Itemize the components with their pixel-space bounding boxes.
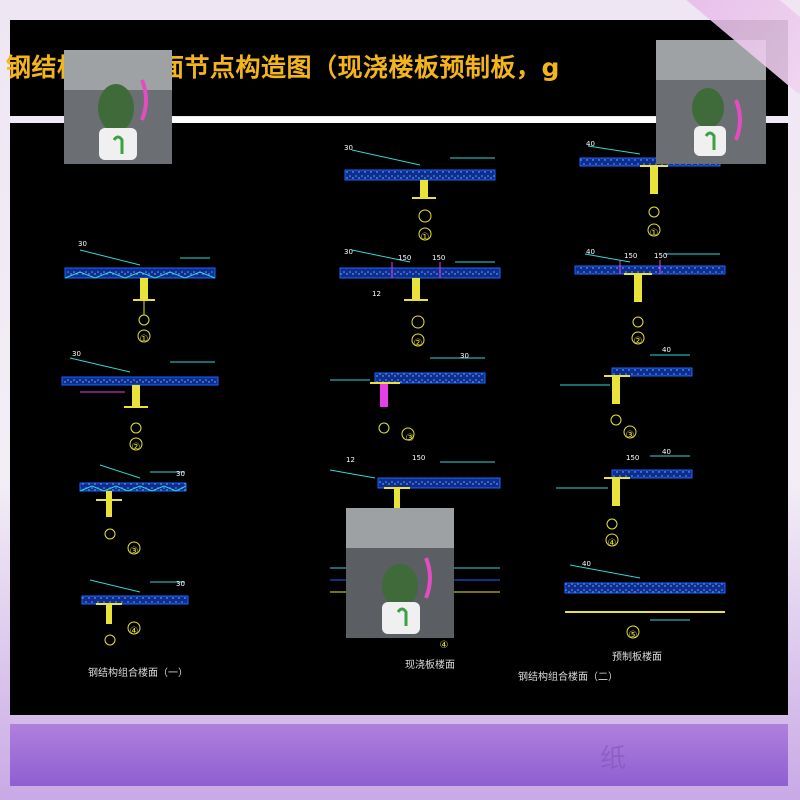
cactus-photo-right <box>656 40 766 164</box>
caption-composite-two: 钢结构组合楼面（二） <box>518 672 618 683</box>
dimension-label-10: 30 <box>460 352 469 360</box>
bottom-watermark-text: 纸 <box>600 744 627 774</box>
detail-marker-12: ④ <box>440 640 449 651</box>
dimension-label-4: 30 <box>176 580 185 588</box>
caption-cast-in-place: 现浇板楼面 <box>405 660 455 671</box>
cactus-photo-left <box>64 50 172 164</box>
detail-c3-5 <box>564 564 726 639</box>
detail-c3-4 <box>556 455 693 547</box>
detail-marker-6: ② <box>634 336 643 347</box>
dimension-labels: 30 30 30 30 30 30 150 150 12 30 12 150 40 40 150 150 40 4… <box>72 140 671 588</box>
detail-marker-10: ④ <box>130 626 139 637</box>
dimension-label-8: 150 <box>432 254 445 262</box>
dimension-label-12: 150 <box>412 454 425 462</box>
cactus-photo-center <box>346 508 454 638</box>
detail-c1-1 <box>64 249 216 343</box>
title-tail: g <box>541 53 560 82</box>
detail-c2-1 <box>344 149 496 241</box>
dimension-label-6: 30 <box>344 248 353 256</box>
detail-marker-4: ② <box>132 442 141 453</box>
detail-marker-3: ① <box>650 228 659 239</box>
dimension-label-18: 40 <box>662 448 671 456</box>
dimension-label-1: 30 <box>78 240 87 248</box>
detail-marker-13: ⑤ <box>629 630 638 641</box>
detail-marker-7: ③ <box>130 546 139 557</box>
dimension-label-11: 12 <box>346 456 355 464</box>
caption-precast: 预制板楼面 <box>612 652 662 663</box>
detail-c1-4 <box>81 579 189 646</box>
dimension-label-9: 12 <box>372 290 381 298</box>
detail-c1-3 <box>79 464 187 555</box>
dimension-label-14: 40 <box>586 248 595 256</box>
bottom-band <box>10 724 788 786</box>
dimension-label-13: 40 <box>586 140 595 148</box>
detail-c3-3 <box>560 354 693 439</box>
detail-marker-1: ① <box>140 334 149 345</box>
caption-composite-one: 钢结构组合楼面（一） <box>88 668 188 679</box>
dimension-label-3: 30 <box>176 470 185 478</box>
dimension-label-7: 150 <box>398 254 411 262</box>
detail-c2-2 <box>339 249 501 347</box>
dimension-label-2: 30 <box>72 350 81 358</box>
dimension-label-19: 150 <box>626 454 639 462</box>
title-divider <box>170 117 656 123</box>
dimension-label-17: 40 <box>662 346 671 354</box>
detail-markers: ① ① ① ② ② ② ③ ③ ③ ④ ④ ④ ⑤ <box>130 228 659 651</box>
detail-marker-2: ① <box>421 232 430 243</box>
detail-marker-9: ③ <box>626 430 635 441</box>
dimension-label-15: 150 <box>624 252 637 260</box>
dimension-label-5: 30 <box>344 144 353 152</box>
detail-marker-5: ② <box>414 338 423 349</box>
detail-marker-8: ③ <box>406 433 415 444</box>
dimension-label-20: 40 <box>582 560 591 568</box>
dimension-label-16: 150 <box>654 252 667 260</box>
detail-c3-2 <box>574 253 726 345</box>
detail-c1-2 <box>61 357 219 451</box>
detail-c2-3 <box>330 357 486 441</box>
detail-marker-11: ④ <box>608 538 617 549</box>
